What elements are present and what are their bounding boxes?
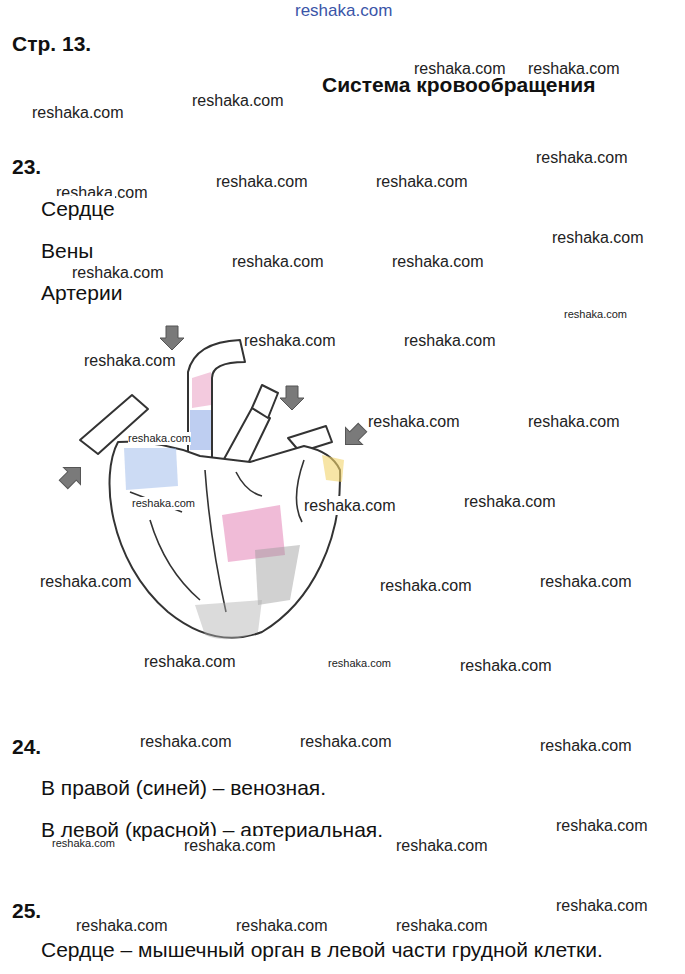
watermark: reshaka.com (84, 351, 176, 370)
watermark: reshaka.com (236, 916, 328, 935)
watermark: reshaka.com (396, 916, 488, 935)
watermark: reshaka.com (40, 572, 132, 591)
atrium-wall (296, 460, 304, 522)
watermark: reshaka.com (392, 252, 484, 271)
watermark: reshaka.com (540, 572, 632, 591)
septum (205, 470, 226, 612)
answer-text: Сердце (41, 196, 115, 221)
watermark: reshaka.com (536, 148, 628, 167)
watermark: reshaka.com (184, 836, 276, 855)
question-number: 25. (12, 898, 41, 923)
watermark: reshaka.com (304, 496, 396, 515)
watermark: reshaka.com (556, 816, 648, 835)
question-number: 24. (12, 734, 41, 759)
flow-arrow (160, 326, 184, 350)
flow-arrow (337, 419, 371, 453)
watermark: reshaka.com (528, 412, 620, 431)
watermark: reshaka.com (32, 103, 124, 122)
watermark: reshaka.com (76, 916, 168, 935)
arterial-shading (192, 372, 211, 408)
watermark: reshaka.com (528, 59, 620, 78)
page-number: Стр. 13. (12, 31, 91, 56)
watermark: reshaka.com (300, 732, 392, 751)
vein-shading (322, 455, 344, 482)
valve-line (236, 472, 262, 496)
watermark: reshaka.com (128, 432, 191, 445)
watermark: reshaka.com (295, 1, 392, 21)
watermark: reshaka.com (564, 308, 627, 321)
watermark: reshaka.com (540, 736, 632, 755)
watermark: reshaka.com (232, 252, 324, 271)
ventricle-wall (150, 520, 200, 600)
question-number: 23. (12, 154, 41, 179)
watermark: reshaka.com (192, 91, 284, 110)
watermark: reshaka.com (140, 732, 232, 751)
watermark: reshaka.com (52, 837, 115, 850)
watermark: reshaka.com (368, 412, 460, 431)
wall-shading (255, 545, 300, 605)
watermark: reshaka.com (552, 228, 644, 247)
watermark: reshaka.com (376, 172, 468, 191)
watermark: reshaka.com (328, 657, 391, 670)
watermark: reshaka.com (396, 836, 488, 855)
watermark: reshaka.com (464, 492, 556, 511)
watermark: reshaka.com (556, 896, 648, 915)
answer-text: Артерии (41, 280, 122, 305)
watermark: reshaka.com (132, 497, 195, 510)
answer-text: Вены (41, 238, 93, 263)
venous-shading (190, 410, 211, 450)
watermark: reshaka.com (216, 172, 308, 191)
watermark: reshaka.com (380, 576, 472, 595)
watermark: reshaka.com (244, 331, 336, 350)
watermark: reshaka.com (414, 59, 506, 78)
flow-arrow (55, 459, 89, 493)
wall-shading (195, 600, 262, 639)
watermark: reshaka.com (460, 656, 552, 675)
venous-shading (124, 448, 178, 490)
flow-arrow (280, 386, 304, 410)
answer-text: В правой (синей) – венозная. (41, 775, 326, 800)
pulmonary-branch (252, 385, 278, 418)
watermark: reshaka.com (144, 652, 236, 671)
watermark: reshaka.com (404, 331, 496, 350)
answer-text: Сердце – мышечный орган в левой части гр… (41, 937, 603, 962)
